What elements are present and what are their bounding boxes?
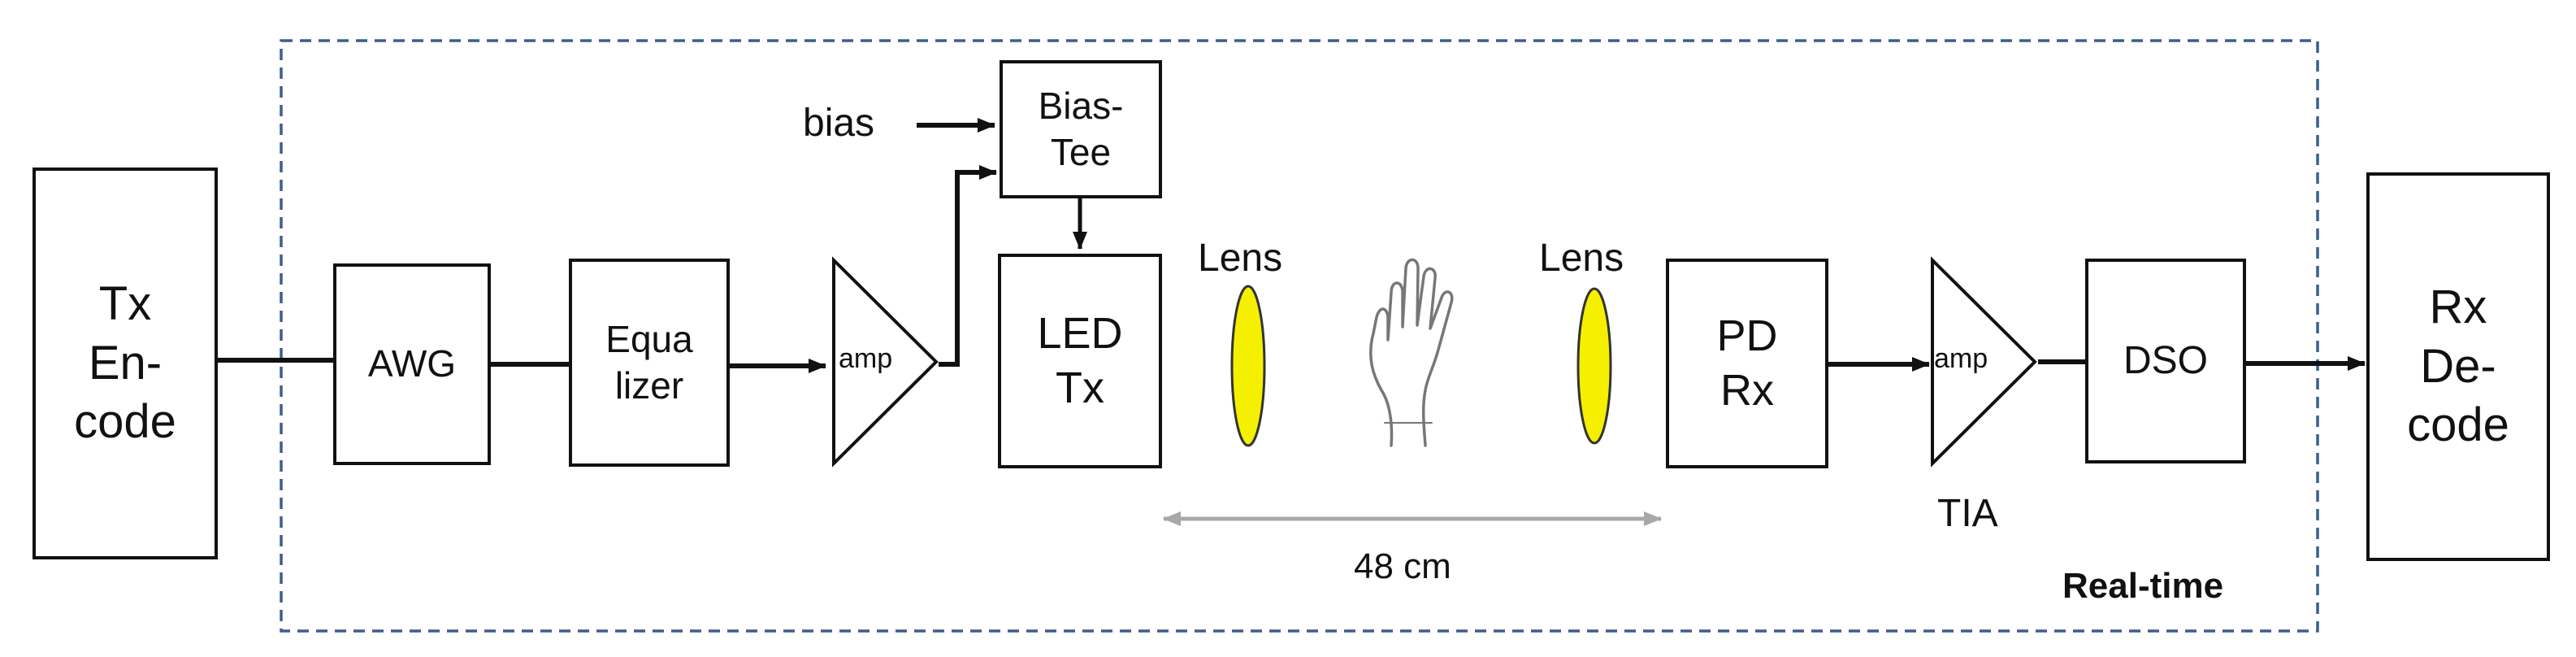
amp-tx-triangle — [832, 256, 939, 468]
real-time-region — [280, 39, 2319, 633]
bias-tee-block: Bias- Tee — [1000, 60, 1162, 198]
tx-encode-block: Tx En- code — [33, 168, 218, 559]
lens-left-label: Lens — [1198, 237, 1283, 280]
distance-label: 48 cm — [1354, 546, 1451, 586]
tia-label: TIA — [1937, 492, 1998, 535]
amp-rx-label: amp — [1934, 343, 1988, 374]
awg-block: AWG — [333, 263, 491, 465]
pd-rx-block: PD Rx — [1666, 259, 1828, 468]
pd-rx-label: PD Rx — [1716, 311, 1778, 416]
lens-right-shape — [1576, 287, 1612, 445]
led-tx-block: LED Tx — [998, 254, 1162, 468]
dso-block: DSO — [2085, 259, 2246, 463]
awg-label: AWG — [367, 342, 457, 385]
lens-left-shape — [1230, 285, 1266, 447]
real-time-label: Real-time — [2062, 566, 2224, 606]
dso-label: DSO — [2123, 339, 2208, 382]
led-tx-label: LED Tx — [1037, 308, 1123, 413]
equalizer-block: Equa lizer — [569, 259, 730, 467]
lens-right-label: Lens — [1539, 237, 1624, 280]
wire-amp-biastee — [939, 165, 997, 367]
hand-icon — [1369, 258, 1454, 447]
bias-label: bias — [803, 102, 875, 145]
amp-tx-label: amp — [839, 343, 893, 374]
bias-tee-label: Bias- Tee — [1038, 84, 1124, 174]
rx-decode-label: Rx De- code — [2407, 281, 2509, 452]
equalizer-label: Equa lizer — [605, 317, 693, 407]
rx-decode-block: Rx De- code — [2366, 172, 2550, 561]
tx-encode-label: Tx En- code — [74, 277, 176, 449]
amp-rx-triangle — [1931, 256, 2037, 468]
